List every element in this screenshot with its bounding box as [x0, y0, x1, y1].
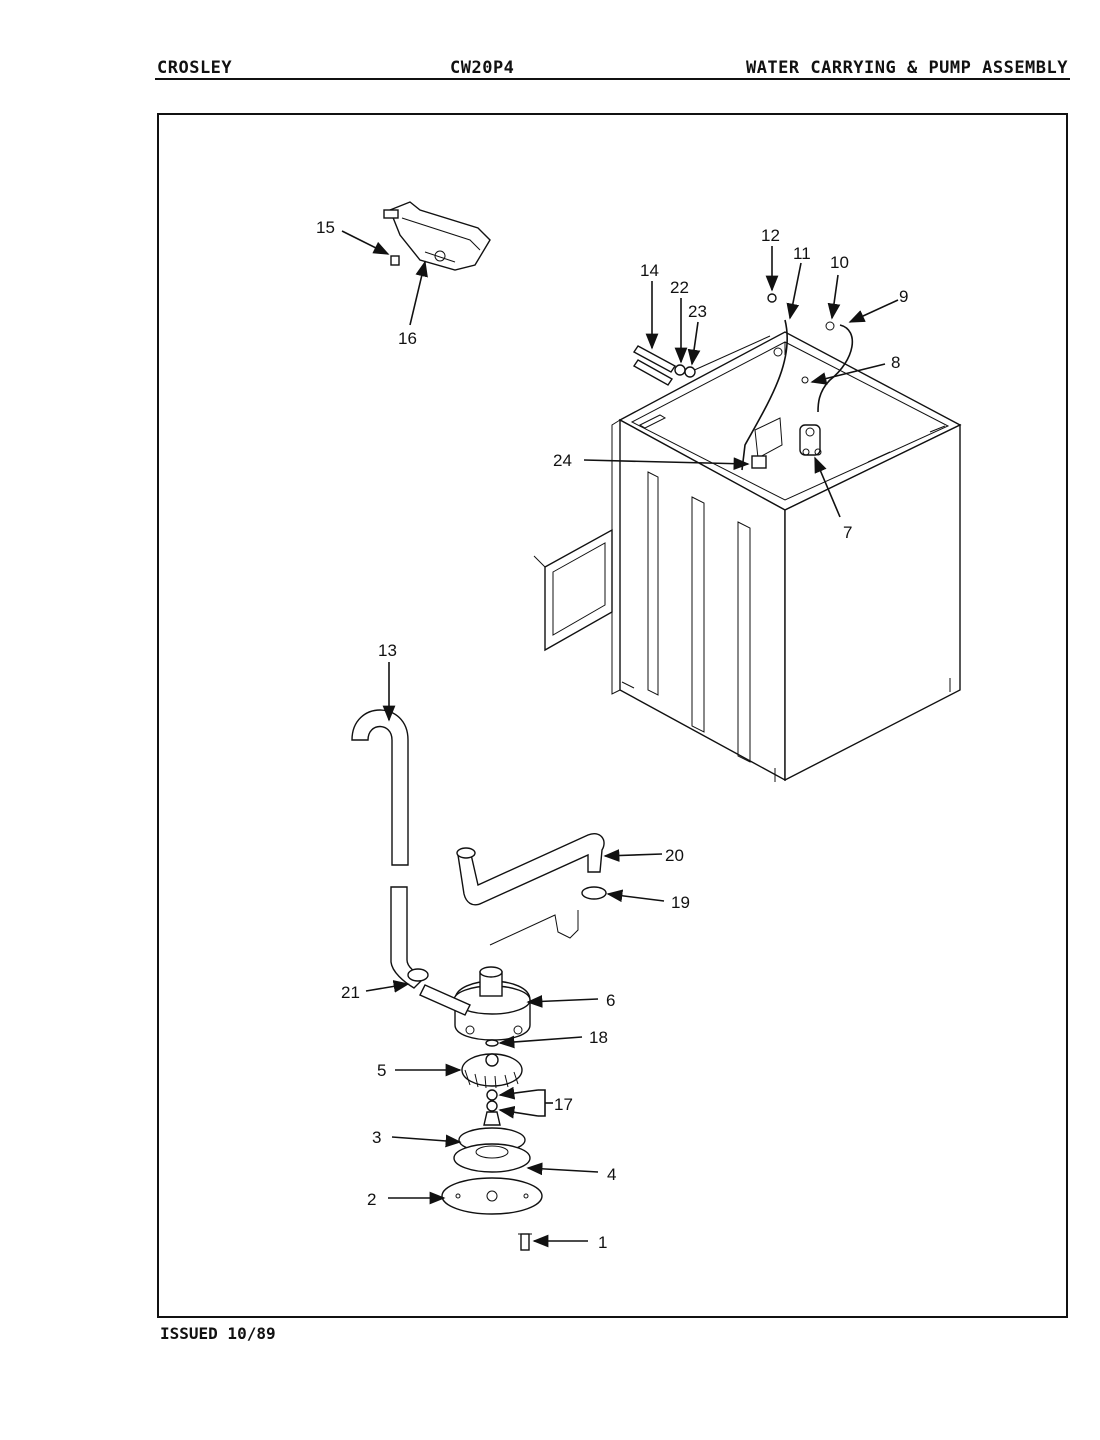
- callout-10: 10: [830, 253, 849, 272]
- drain-hose-drawing: [351, 709, 426, 989]
- callout-1: 1: [598, 1233, 607, 1252]
- diagram-frame: [157, 113, 1068, 1318]
- brand-label: CROSLEY: [157, 58, 233, 78]
- callout-11: 11: [793, 244, 811, 263]
- callout-19: 19: [671, 893, 690, 912]
- callout-16: 16: [398, 329, 417, 348]
- callout-22: 22: [670, 278, 689, 297]
- callout-13: 13: [378, 641, 397, 660]
- callout-8: 8: [891, 353, 900, 372]
- callout-9: 9: [899, 287, 908, 306]
- callout-12: 12: [761, 226, 780, 245]
- callout-20: 20: [665, 846, 684, 865]
- pump-hose-drawing: [456, 833, 607, 946]
- callout-21: 21: [341, 983, 360, 1002]
- callout-18: 18: [589, 1028, 608, 1047]
- callout-17: 17: [554, 1095, 573, 1114]
- screws-drawing: [632, 293, 777, 386]
- leader-lines: [341, 230, 899, 1248]
- callout-7: 7: [843, 523, 852, 542]
- callout-6: 6: [606, 991, 615, 1010]
- callout-14: 14: [640, 261, 659, 280]
- side-panel-drawing: [533, 528, 613, 652]
- callout-4: 4: [607, 1165, 616, 1184]
- callout-3: 3: [372, 1128, 381, 1147]
- callout-23: 23: [688, 302, 707, 321]
- callout-15: 15: [316, 218, 335, 237]
- page-title: WATER CARRYING & PUMP ASSEMBLY: [745, 58, 1068, 78]
- callout-5: 5: [377, 1061, 386, 1080]
- pump-drawing: [407, 966, 543, 1251]
- callout-labels: 1 2 3 4 5 6 7 8 9 10 11 12 13 14 15 16 1…: [316, 218, 908, 1252]
- callout-24: 24: [553, 451, 572, 470]
- callout-2: 2: [367, 1190, 376, 1209]
- bracket-drawing: [383, 201, 491, 271]
- cabinet-drawing: [611, 319, 962, 782]
- header-rule: [155, 78, 1070, 80]
- model-number: CW20P4: [450, 58, 515, 78]
- issued-date: ISSUED 10/89: [160, 1324, 276, 1343]
